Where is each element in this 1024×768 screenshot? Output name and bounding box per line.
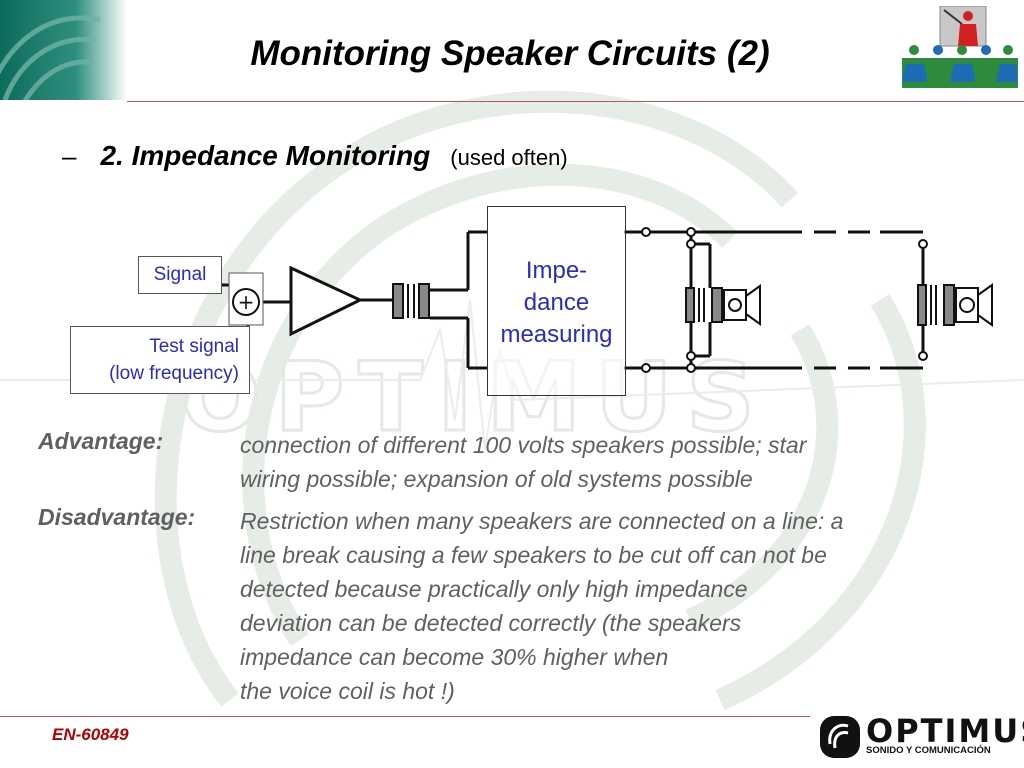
disadvantage-line: line break causing a few speakers to be …	[240, 542, 827, 568]
section-title: 2. Impedance Monitoring	[100, 140, 431, 171]
disadvantage-text: Restriction when many speakers are conne…	[240, 504, 1000, 708]
disadvantage-line: deviation can be detected correctly (the…	[240, 610, 742, 636]
title-divider	[127, 101, 1024, 102]
brand-tagline: SONIDO Y COMUNICACIÓN	[866, 745, 991, 756]
bullet-dash: –	[62, 141, 77, 171]
speaker-1-icon	[685, 284, 761, 326]
impedance-label-3: measuring	[500, 321, 613, 348]
svg-text:+: +	[238, 290, 255, 314]
advantage-line: connection of different 100 volts speake…	[240, 432, 807, 458]
corner-logo	[0, 0, 127, 100]
impedance-measuring-box: Impe- dance measuring	[487, 206, 626, 396]
output-transformer	[392, 283, 430, 319]
presentation-icon	[902, 6, 1018, 88]
mixer-circle	[232, 288, 260, 316]
page-title: Monitoring Speaker Circuits (2)	[250, 34, 770, 73]
advantage-line: wiring possible; expansion of old system…	[240, 466, 753, 492]
section-heading: –2. Impedance Monitoring (used often)	[62, 140, 568, 172]
impedance-label-1: Impe-	[525, 257, 588, 284]
brand-logo-icon	[820, 716, 860, 758]
disadvantage-line: detected because practically only high i…	[240, 576, 748, 602]
impedance-label-2: dance	[523, 289, 590, 316]
section-note: (used often)	[450, 145, 568, 170]
disadvantage-label: Disadvantage:	[38, 504, 196, 530]
disadvantage-line: the voice coil is hot !)	[240, 678, 455, 704]
standard-code: EN-60849	[52, 725, 129, 744]
test-signal-box: Test signal (low frequency)	[70, 326, 250, 394]
advantage-label: Advantage:	[38, 428, 164, 454]
test-signal-sublabel: (low frequency)	[109, 363, 239, 384]
speaker-2-icon	[917, 283, 993, 327]
disadvantage-line: impedance can become 30% higher when	[240, 644, 669, 670]
signal-label: Signal	[138, 256, 222, 294]
test-signal-label: Test signal	[149, 336, 239, 357]
amplifier-triangle	[289, 265, 364, 337]
footer-divider	[0, 716, 810, 717]
disadvantage-line: Restriction when many speakers are conne…	[240, 508, 844, 534]
brand-name: OPTIMUS	[866, 712, 1024, 750]
advantage-text: connection of different 100 volts speake…	[240, 428, 1000, 496]
